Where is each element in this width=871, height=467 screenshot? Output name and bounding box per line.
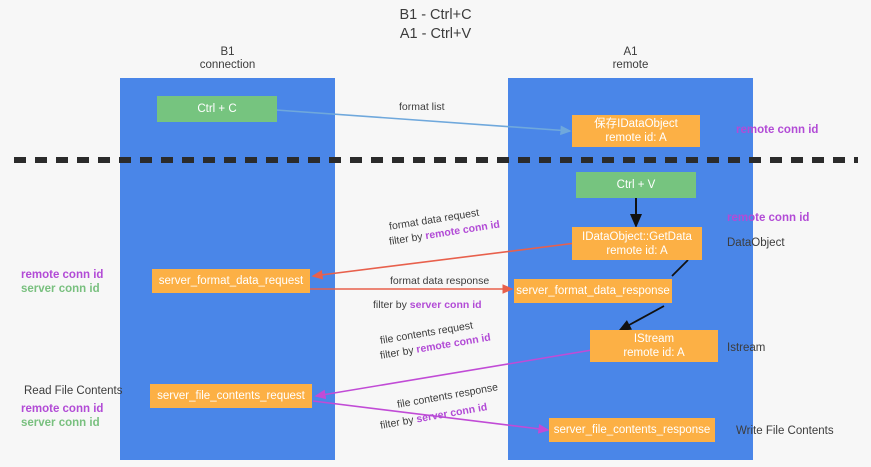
node-save-idataobject[interactable]: 保存IDataObject remote id: A bbox=[572, 115, 700, 147]
node-server-format-data-response-label: server_format_data_response bbox=[516, 285, 670, 297]
node-getdata-line2: remote id: A bbox=[606, 244, 668, 257]
edge-label-format-list-text: format list bbox=[399, 101, 445, 113]
annotation-text: Istream bbox=[727, 342, 766, 354]
column-a1-name: A1 bbox=[623, 46, 638, 58]
node-server-file-contents-request[interactable]: server_file_contents_request bbox=[150, 384, 312, 408]
node-server-file-contents-response[interactable]: server_file_contents_response bbox=[549, 418, 715, 442]
title-line-2: A1 - Ctrl+V bbox=[399, 26, 472, 42]
node-istream-line1: IStream bbox=[633, 333, 675, 345]
annotation-text: server conn id bbox=[21, 283, 100, 295]
annotation-left-server-conn-id: server conn id bbox=[21, 282, 100, 296]
column-b1-name: B1 bbox=[220, 46, 235, 58]
annotation-istream: Istream bbox=[727, 341, 765, 355]
annotation-left-remote-conn-id-2: remote conn id bbox=[21, 402, 103, 416]
node-istream[interactable]: IStream remote id: A bbox=[590, 330, 718, 362]
annotation-left-server-conn-id-2: server conn id bbox=[21, 416, 100, 430]
edge-label-format-data-response-filter: filter by server conn id bbox=[373, 298, 482, 312]
annotation-text: remote conn id bbox=[21, 269, 104, 281]
annotation-text: Write File Contents bbox=[736, 425, 834, 437]
annotation-remote-conn-id-2: remote conn id bbox=[727, 211, 809, 225]
edge-label-format-data-response-text: format data response bbox=[390, 275, 490, 287]
node-istream-line2: remote id: A bbox=[623, 347, 685, 359]
node-server-format-data-request[interactable]: server_format_data_request bbox=[152, 269, 310, 293]
node-server-format-data-response[interactable]: server_format_data_response bbox=[514, 279, 672, 303]
column-b1-role: connection bbox=[199, 59, 256, 71]
annotation-text: Read File Contents bbox=[24, 385, 123, 397]
annotation-text: server conn id bbox=[21, 417, 100, 429]
node-server-file-contents-response-label: server_file_contents_response bbox=[553, 424, 711, 436]
column-a1-role: remote bbox=[612, 59, 649, 71]
filter-prefix: filter by bbox=[379, 413, 418, 432]
annotation-dataobject: DataObject bbox=[727, 236, 785, 250]
node-server-format-data-request-label: server_format_data_request bbox=[158, 275, 304, 287]
column-header-b1: B1 connection bbox=[155, 46, 300, 72]
node-save-idataobject-line2: remote id: A bbox=[605, 132, 667, 144]
edge-label-format-data-response: format data response bbox=[390, 274, 489, 288]
edge-label-format-list: format list bbox=[399, 100, 445, 114]
node-ctrl-c[interactable]: Ctrl + C bbox=[157, 96, 277, 122]
node-idataobject-getdata[interactable]: IDataObject::GetData remote id: A bbox=[572, 227, 702, 260]
node-server-file-contents-request-label: server_file_contents_request bbox=[157, 390, 305, 402]
filter-key-server-conn-id: server conn id bbox=[409, 299, 482, 311]
page-title: B1 - Ctrl+C A1 - Ctrl+V bbox=[0, 6, 871, 44]
annotation-left-remote-conn-id: remote conn id bbox=[21, 268, 103, 282]
annotation-write-file-contents: Write File Contents bbox=[736, 424, 834, 438]
annotation-remote-conn-id-1: remote conn id bbox=[736, 123, 818, 137]
node-ctrl-v[interactable]: Ctrl + V bbox=[576, 172, 696, 198]
node-save-idataobject-line1: 保存IDataObject bbox=[594, 118, 678, 130]
node-ctrl-c-label: Ctrl + C bbox=[197, 103, 237, 115]
column-header-a1: A1 remote bbox=[558, 46, 703, 72]
title-line-1: B1 - Ctrl+C bbox=[399, 7, 472, 23]
annotation-text: remote conn id bbox=[727, 212, 810, 224]
annotation-text: remote conn id bbox=[736, 124, 819, 136]
node-getdata-line1: IDataObject::GetData bbox=[582, 230, 692, 243]
annotation-text: DataObject bbox=[727, 237, 785, 249]
annotation-text: remote conn id bbox=[21, 403, 104, 415]
filter-prefix: filter by bbox=[373, 299, 410, 311]
annotation-read-file-contents: Read File Contents bbox=[24, 384, 122, 398]
node-ctrl-v-label: Ctrl + V bbox=[616, 179, 656, 191]
